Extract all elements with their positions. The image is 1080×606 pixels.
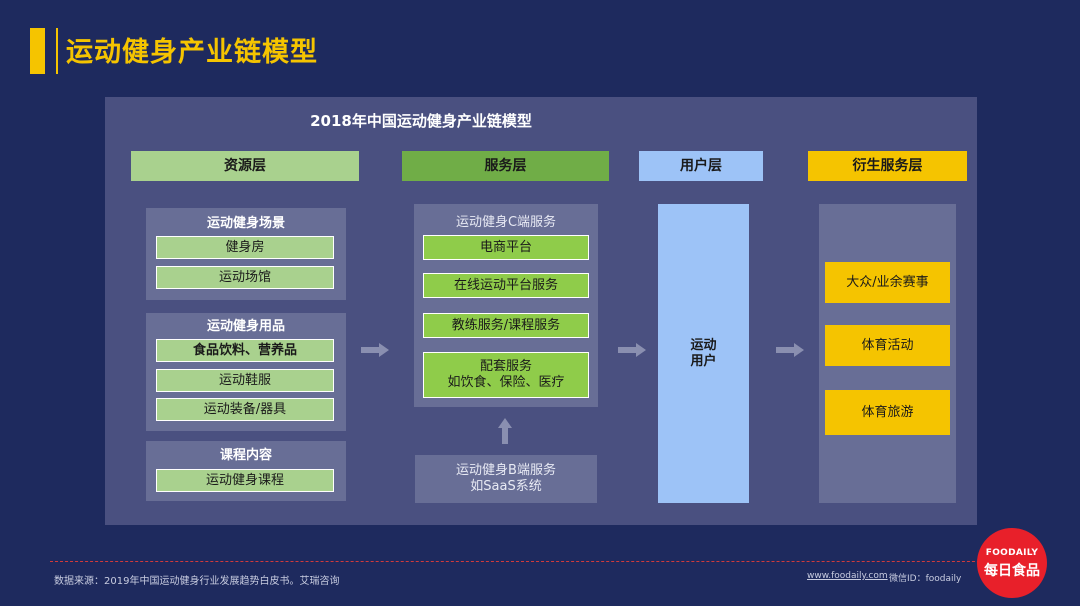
resource-item: 运动场馆 xyxy=(156,266,334,289)
service-b-line1: 运动健身B端服务 xyxy=(456,463,556,478)
user-line2: 用户 xyxy=(690,354,717,369)
service-item-supporting: 配套服务 如饮食、保险、医疗 xyxy=(423,352,589,398)
diagram-title: 2018年中国运动健身产业链模型 xyxy=(310,112,532,130)
layer-header-service: 服务层 xyxy=(402,151,609,181)
layer-header-derived: 衍生服务层 xyxy=(808,151,967,181)
service-c-title: 运动健身C端服务 xyxy=(455,215,557,230)
service-b-box: 运动健身B端服务 如SaaS系统 xyxy=(415,455,597,503)
service-item: 教练服务/课程服务 xyxy=(423,313,589,338)
service-item: 在线运动平台服务 xyxy=(423,273,589,298)
logo-cn: 每日食品 xyxy=(984,563,1040,579)
resource-item: 运动装备/器具 xyxy=(156,398,334,421)
arrow-right-icon xyxy=(776,343,804,357)
resource-goods-title: 运动健身用品 xyxy=(206,319,285,334)
title-accent-bar xyxy=(30,28,45,74)
website-link[interactable]: www.foodaily.com xyxy=(807,571,888,581)
foodaily-logo: FOODAILY 每日食品 xyxy=(977,528,1047,598)
resource-item: 健身房 xyxy=(156,236,334,259)
service-b-line2: 如SaaS系统 xyxy=(470,479,542,494)
page-title: 运动健身产业链模型 xyxy=(66,37,318,68)
user-line1: 运动 xyxy=(690,338,717,353)
service-item-supporting-line1: 配套服务 xyxy=(479,359,532,374)
wechat-id: 微信ID：foodaily xyxy=(889,574,962,584)
service-item-supporting-line2: 如饮食、保险、医疗 xyxy=(447,375,565,390)
resource-item: 运动健身课程 xyxy=(156,469,334,492)
layer-header-user: 用户层 xyxy=(639,151,763,181)
service-item: 电商平台 xyxy=(423,235,589,260)
arrow-right-icon xyxy=(361,343,389,357)
footer-divider xyxy=(50,561,1000,562)
resource-item: 食品饮料、营养品 xyxy=(156,339,334,362)
title-divider xyxy=(56,28,58,74)
derived-item: 大众/业余赛事 xyxy=(825,262,950,303)
resource-course-title: 课程内容 xyxy=(219,448,272,463)
arrow-right-icon xyxy=(618,343,646,357)
source-note: 数据来源：2019年中国运动健身行业发展趋势白皮书。艾瑞咨询 xyxy=(54,576,340,587)
resource-item: 运动鞋服 xyxy=(156,369,334,392)
user-box: 运动 用户 xyxy=(658,204,749,503)
derived-item: 体育旅游 xyxy=(825,390,950,435)
layer-header-resource: 资源层 xyxy=(131,151,359,181)
derived-item: 体育活动 xyxy=(825,325,950,366)
logo-brand: FOODAILY xyxy=(985,548,1039,558)
resource-scene-title: 运动健身场景 xyxy=(206,216,285,231)
arrow-up-icon xyxy=(498,418,512,444)
